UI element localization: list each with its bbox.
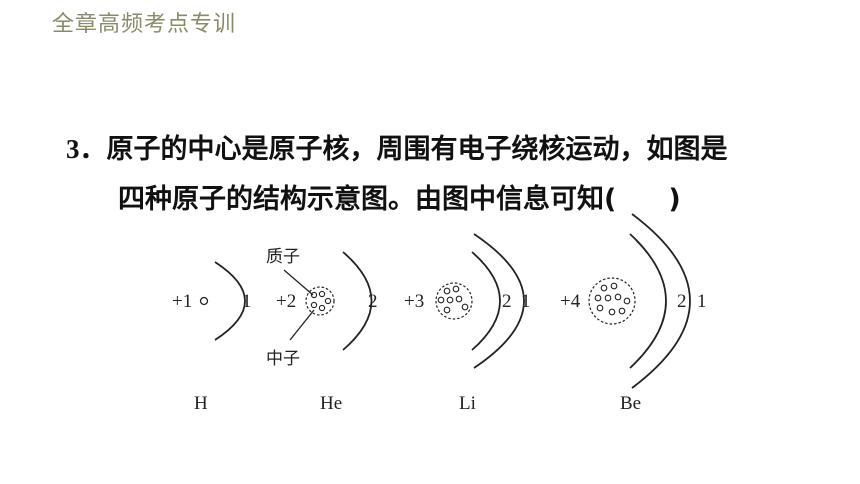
atom-li-shell-1-count: 2 [502, 291, 512, 312]
particle [443, 306, 451, 314]
atom-he-symbol: He [320, 393, 342, 414]
atom-li-shell-1 [471, 251, 501, 351]
atom-be-symbol: Be [620, 393, 641, 414]
particle [623, 297, 631, 305]
atom-h: +1 1 H [172, 261, 252, 414]
particle [446, 296, 454, 304]
atom-h-symbol: H [194, 393, 208, 414]
particle [594, 294, 602, 302]
atom-be-charge: +4 [560, 291, 581, 312]
question-number: 3 [66, 134, 80, 164]
atom-h-nucleus [199, 296, 209, 306]
atom-he-shell-1-count: 2 [368, 291, 378, 312]
label-neutron: 中子 [266, 349, 300, 369]
question-dot: ． [79, 134, 107, 165]
particle [324, 297, 332, 305]
atom-li-shell-2-count: 1 [521, 291, 531, 312]
particle [618, 307, 626, 315]
particle [461, 303, 469, 311]
question-paren-close: ) [668, 184, 681, 215]
question-line-2: 四种原子的结构示意图。由图中信息可知() [66, 175, 826, 225]
particle [318, 304, 326, 312]
particle [310, 291, 318, 299]
atom-h-charge: +1 [172, 291, 192, 312]
particle [610, 282, 618, 290]
atom-be-shell-1 [629, 233, 667, 369]
neutron-pointer-line [289, 309, 315, 341]
atom-he-shell-1 [342, 251, 373, 351]
particle [437, 296, 445, 304]
particle [596, 304, 604, 312]
atom-he-charge: +2 [276, 291, 296, 312]
question-block: 3．原子的中心是原子核，周围有电子绕核运动，如图是 四种原子的结构示意图。由图中… [66, 124, 826, 225]
particle [452, 285, 460, 293]
atom-be-shell-2-count: 1 [697, 291, 707, 312]
particle [600, 284, 608, 292]
atom-li-symbol: Li [459, 393, 476, 414]
particle [608, 308, 616, 316]
atom-be-nucleus [588, 277, 636, 325]
label-proton: 质子 [266, 247, 300, 267]
atom-li-nucleus [435, 282, 473, 320]
atom-be-shell-2 [631, 213, 691, 389]
question-line-1: 3．原子的中心是原子核，周围有电子绕核运动，如图是 [66, 124, 826, 175]
particle [318, 290, 326, 298]
atom-h-shell-1-count: 1 [242, 291, 252, 312]
atom-he: 质子 +2 中子 2 He [266, 247, 378, 414]
atom-li: +3 2 1 Li [404, 233, 531, 414]
atom-li-shell-2 [473, 233, 525, 369]
atom-be: +4 2 1 Be [560, 213, 707, 414]
particle [455, 295, 463, 303]
header-title: 全章高频考点专训 [52, 12, 237, 37]
particle [614, 293, 622, 301]
atom-be-shell-1-count: 2 [677, 291, 687, 312]
proton-pointer-line [283, 269, 314, 296]
atom-he-nucleus [305, 286, 335, 316]
particle [310, 301, 318, 309]
particle [604, 294, 612, 302]
question-text-2: 四种原子的结构示意图。由图中信息可知( [118, 184, 617, 215]
atom-h-shell-1 [214, 261, 246, 341]
question-text-1: 原子的中心是原子核，周围有电子绕核运动，如图是 [106, 134, 728, 165]
atom-li-charge: +3 [404, 291, 424, 312]
particle [443, 287, 451, 295]
